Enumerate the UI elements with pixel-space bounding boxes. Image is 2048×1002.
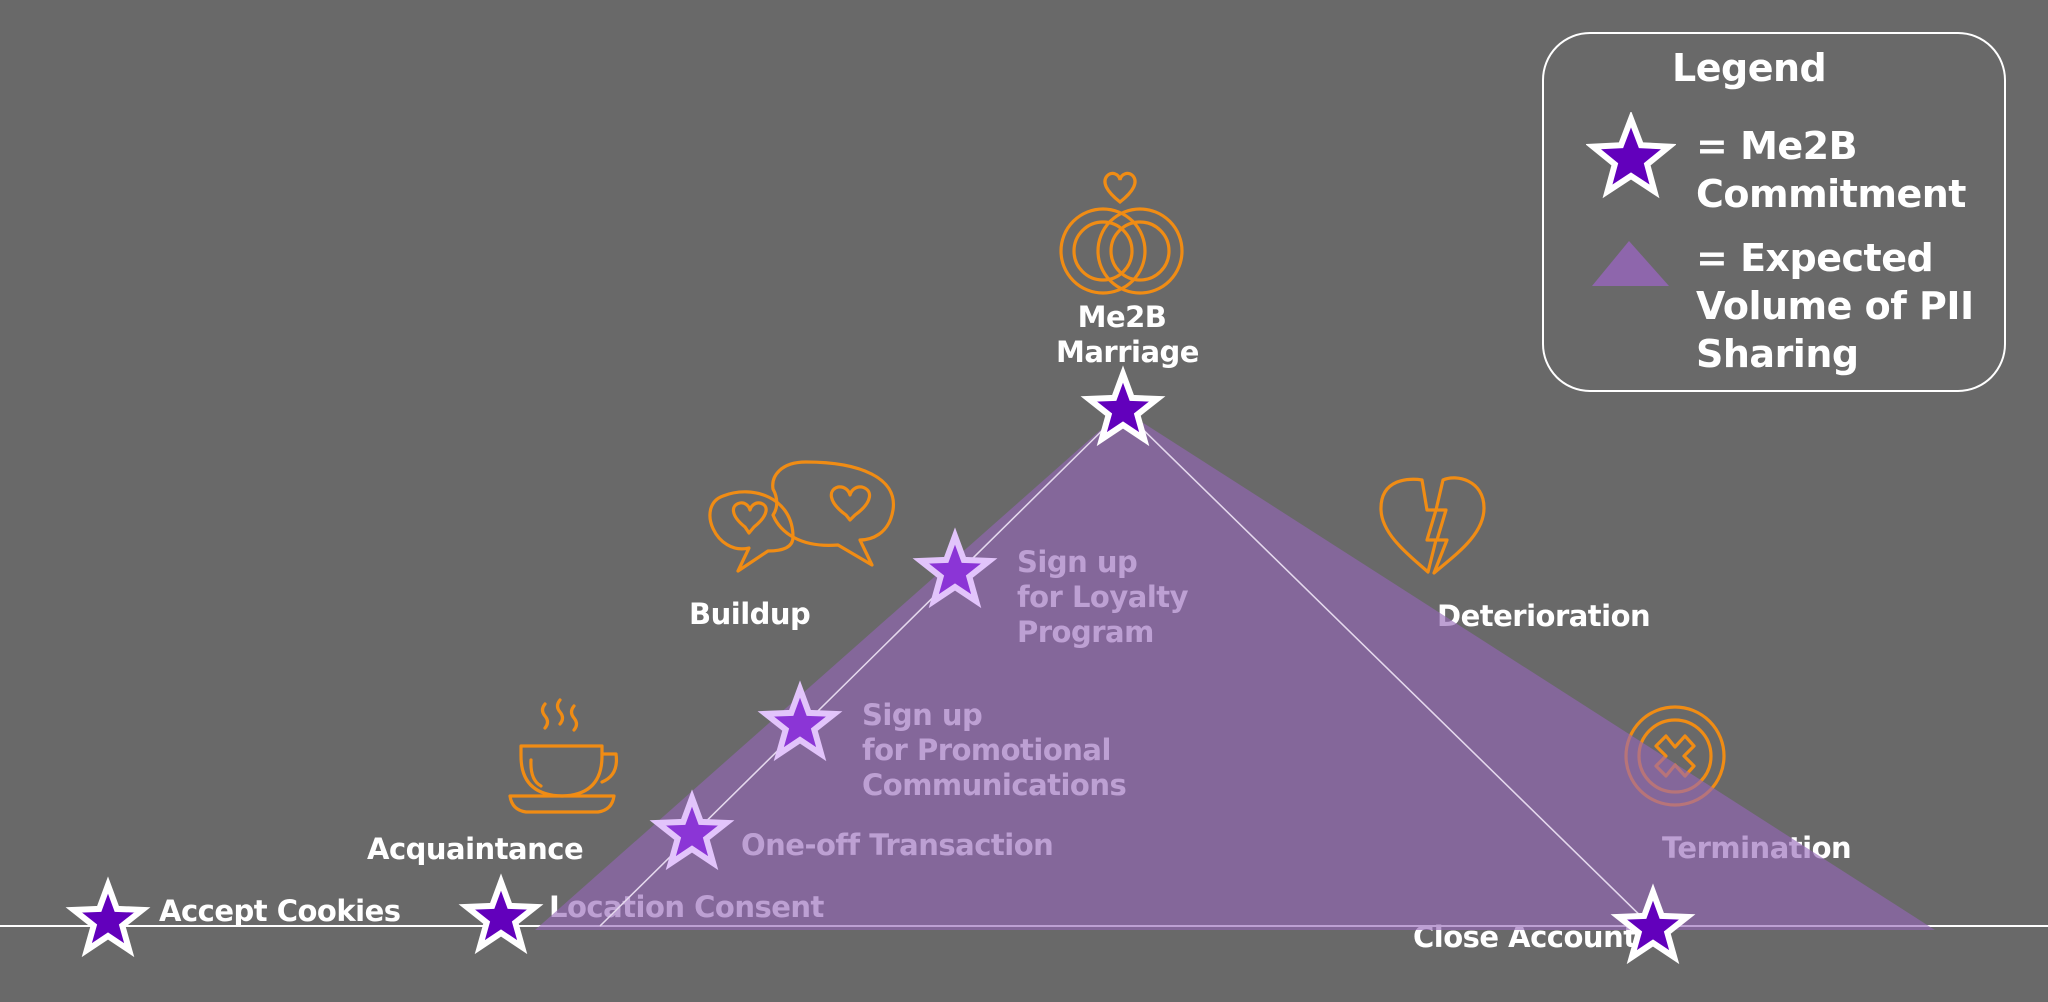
stage-label-termination: Termination (1662, 831, 1852, 865)
loyalty-line2: for Loyalty (1017, 580, 1189, 614)
commitment-label-accept-cookies: Accept Cookies (159, 894, 401, 928)
promo-line1: Sign up (862, 698, 983, 732)
legend-triangle-line3: Sharing (1696, 332, 1859, 376)
legend-star-line1: = Me2B (1696, 124, 1858, 168)
stage-label-buildup: Buildup (689, 597, 811, 631)
legend-triangle-icon (1592, 241, 1669, 286)
legend-star-line2: Commitment (1696, 172, 1966, 216)
commitment-label-promotional: Sign up for Promotional Communications (862, 698, 1127, 803)
stage-label-deterioration: Deterioration (1437, 599, 1651, 633)
broken-heart-icon (1379, 476, 1486, 575)
marriage-label-line2: Marriage (1056, 335, 1199, 369)
commitment-label-location-consent: Location Consent (549, 890, 824, 924)
loyalty-line3: Program (1017, 615, 1154, 649)
commitment-label-one-off-transaction: One-off Transaction (741, 828, 1054, 862)
legend-triangle-text: = Expected Volume of PII Sharing (1696, 234, 1974, 378)
legend-box: Legend = Me2B Commitment = Expected Volu… (1542, 32, 2006, 392)
marriage-label-line1: Me2B (1077, 300, 1167, 334)
legend-star-icon (1586, 112, 1676, 199)
commitment-label-close-account: Close Account (1413, 920, 1637, 954)
speech-bubbles-hearts-icon (708, 460, 895, 573)
legend-triangle-line2: Volume of PII (1696, 284, 1974, 328)
loyalty-line1: Sign up (1017, 545, 1138, 579)
promo-line3: Communications (862, 768, 1127, 802)
legend-triangle-line1: = Expected (1696, 236, 1934, 280)
legend-star-text: = Me2B Commitment (1696, 122, 1966, 218)
wedding-rings-heart-icon (1059, 171, 1184, 295)
stage-label-marriage: Me2B Marriage (1056, 300, 1199, 370)
legend-title: Legend (1672, 46, 1827, 90)
stage-label-acquaintance: Acquaintance (367, 832, 584, 866)
promo-line2: for Promotional (862, 733, 1111, 767)
commitment-label-loyalty: Sign up for Loyalty Program (1017, 545, 1189, 650)
coffee-cup-icon (508, 698, 619, 814)
circle-x-icon (1624, 705, 1726, 807)
